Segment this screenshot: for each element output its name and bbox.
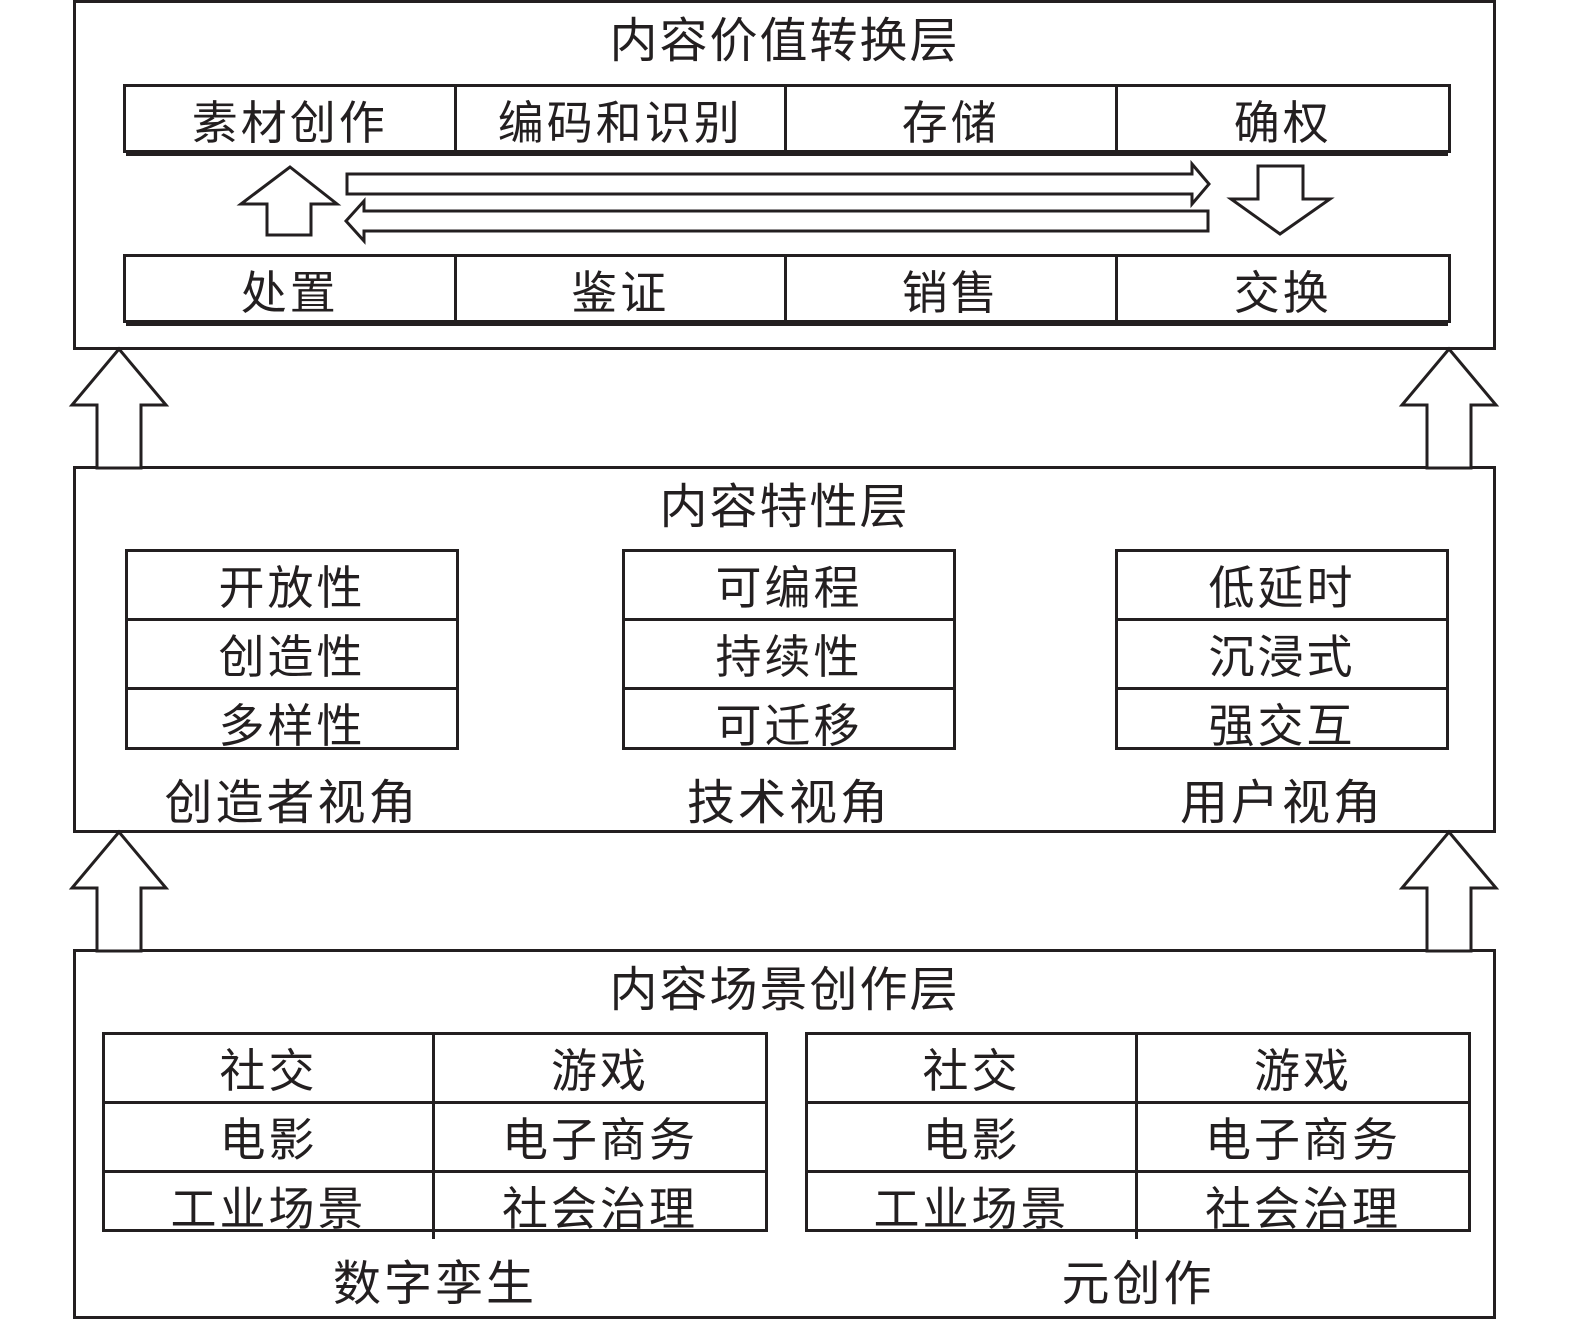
value-cell: 存储 xyxy=(787,87,1118,156)
characteristic-cell: 可迁移 xyxy=(715,699,863,753)
content-characteristics-layer: 内容特性层 开放性 创造性 多样性 创造者视角 可编程 持续性 可迁移 技术视角… xyxy=(73,466,1496,833)
value-row-1: 素材创作 编码和识别 存储 确权 xyxy=(123,84,1451,156)
characteristic-cell: 开放性 xyxy=(128,552,456,621)
scene-cell: 社交 xyxy=(105,1035,435,1104)
value-cell: 编码和识别 xyxy=(456,87,787,156)
characteristic-cell: 强交互 xyxy=(1208,699,1356,753)
characteristic-cell: 多样性 xyxy=(218,699,366,753)
up-arrow-icon xyxy=(68,346,170,470)
up-arrow-icon xyxy=(1398,829,1500,953)
characteristic-cell: 持续性 xyxy=(625,621,953,690)
value-cell: 鉴证 xyxy=(456,257,787,326)
scene-cell: 游戏 xyxy=(435,1035,765,1104)
value-cell: 销售 xyxy=(787,257,1118,326)
value-cell: 处置 xyxy=(126,257,457,326)
scene-cell: 社会治理 xyxy=(1205,1182,1401,1236)
layer-title: 内容价值转换层 xyxy=(609,13,960,69)
scene-cell: 游戏 xyxy=(1138,1035,1468,1104)
value-cell: 素材创作 xyxy=(126,87,457,156)
technical-perspective-caption: 技术视角 xyxy=(686,775,891,831)
layer-title: 内容特性层 xyxy=(659,479,910,535)
digital-twin-caption: 数字孪生 xyxy=(332,1256,537,1312)
value-cell: 确权 xyxy=(1117,87,1448,156)
up-arrow-icon xyxy=(1398,346,1500,470)
creator-perspective-box: 开放性 创造性 多样性 xyxy=(125,549,459,753)
user-perspective-box: 低延时 沉浸式 强交互 xyxy=(1115,549,1449,753)
characteristic-cell: 低延时 xyxy=(1118,552,1446,621)
content-value-conversion-layer: 内容价值转换层 素材创作 编码和识别 存储 确权 处置 鉴证 销售 交换 xyxy=(73,0,1496,350)
characteristic-cell: 沉浸式 xyxy=(1118,621,1446,690)
value-cell: 交换 xyxy=(1117,257,1448,326)
characteristic-cell: 可编程 xyxy=(625,552,953,621)
scene-cell: 电子商务 xyxy=(1138,1104,1468,1173)
content-scene-creation-layer: 内容场景创作层 社交 游戏 电影 电子商务 工业场景 社会治理 数字孪生 社交 … xyxy=(73,949,1496,1319)
technical-perspective-box: 可编程 持续性 可迁移 xyxy=(622,549,956,753)
scene-cell: 社交 xyxy=(808,1035,1138,1104)
characteristic-cell: 创造性 xyxy=(128,621,456,690)
scene-cell: 工业场景 xyxy=(808,1173,1138,1239)
value-row-2: 处置 鉴证 销售 交换 xyxy=(123,254,1451,326)
creator-perspective-caption: 创造者视角 xyxy=(164,775,420,831)
scene-cell: 电子商务 xyxy=(435,1104,765,1173)
meta-creation-grid: 社交 游戏 电影 电子商务 工业场景 社会治理 xyxy=(805,1032,1471,1239)
meta-creation-caption: 元创作 xyxy=(1061,1256,1215,1312)
up-arrow-icon xyxy=(68,829,170,953)
digital-twin-grid: 社交 游戏 电影 电子商务 工业场景 社会治理 xyxy=(102,1032,768,1239)
user-perspective-caption: 用户视角 xyxy=(1179,775,1384,831)
layer-title: 内容场景创作层 xyxy=(609,962,960,1018)
scene-cell: 工业场景 xyxy=(105,1173,435,1239)
scene-cell: 电影 xyxy=(808,1104,1138,1173)
scene-cell: 社会治理 xyxy=(502,1182,698,1236)
scene-cell: 电影 xyxy=(105,1104,435,1173)
